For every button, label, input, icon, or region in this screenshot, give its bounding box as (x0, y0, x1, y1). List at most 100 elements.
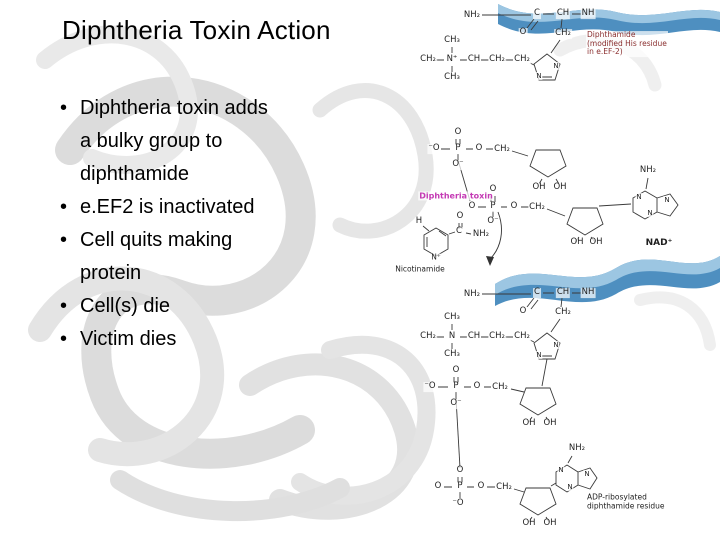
chem-label: CH₃ (443, 312, 461, 323)
chem-label: O⁻ (451, 159, 465, 170)
chem-label: O⁻ (486, 216, 500, 227)
chem-label: O (509, 201, 519, 212)
chem-label: OH (531, 182, 547, 193)
chem-label: O (433, 481, 443, 492)
bullet-marker: • (60, 328, 68, 350)
chem-label: OH (552, 182, 568, 193)
chem-label: O (455, 211, 465, 222)
chem-label: O (472, 381, 482, 392)
bullet-item: • Cell(s) die (60, 290, 272, 323)
chem-label: ⁻O (451, 498, 465, 509)
blue-ribbon-top (498, 4, 720, 36)
chem-label: O⁻ (449, 398, 463, 409)
chem-label: O (455, 465, 465, 476)
chem-label: P (489, 201, 497, 212)
page-title: Diphtheria Toxin Action (62, 15, 331, 45)
bullet-text: Victim dies (80, 328, 177, 350)
bullet-item: • Diphtheria toxin adds a bulky group to… (60, 92, 272, 191)
chem-label: P (452, 381, 460, 392)
chem-label: O (474, 143, 484, 154)
chem-label: N (447, 331, 457, 342)
chem-label: N (583, 469, 591, 479)
chem-label: NH₂ (462, 10, 482, 21)
chem-label: OH (542, 418, 558, 429)
chem-label: CH₂ (491, 382, 509, 393)
chem-label: CH₃ (443, 72, 461, 83)
chem-label: Diphthamide (modified His residue in e.E… (586, 30, 668, 57)
chem-label: NAD⁺ (644, 237, 674, 249)
chem-label: OH (521, 418, 537, 429)
chem-label: N (535, 71, 543, 81)
chem-label: N (663, 195, 671, 205)
chem-label: Diphtheria toxin (418, 191, 494, 201)
chem-label: CH₂ (513, 331, 531, 342)
bullet-marker: • (60, 97, 68, 119)
chem-label: N (552, 340, 560, 350)
chem-label: NH (580, 8, 596, 19)
chem-label: CH₃ (443, 35, 461, 46)
chem-label: ADP-ribosylated diphthamide residue (586, 492, 666, 511)
chem-label: NH₂ (567, 443, 587, 454)
bullet-item: • Victim dies (60, 323, 272, 356)
bullet-text: Cell(s) die (80, 295, 171, 317)
chem-label: CH₂ (493, 144, 511, 155)
chem-label: CH (466, 54, 482, 65)
bullet-text: Cell quits making protein (80, 229, 233, 284)
chem-label: H (414, 216, 424, 227)
bullet-item: • Cell quits making protein (60, 224, 272, 290)
bullet-marker: • (60, 196, 68, 218)
chem-label: ⁻O (427, 143, 441, 154)
chem-label: CH (466, 331, 482, 342)
chem-label: N (635, 192, 643, 202)
bullet-item: • e.EF2 is inactivated (60, 191, 272, 224)
chem-label: NH₂ (462, 289, 482, 300)
chem-label: OH (542, 518, 558, 529)
chem-label: P (456, 481, 464, 492)
bullet-marker: • (60, 229, 68, 251)
bullet-text: Diphtheria toxin adds a bulky group to d… (80, 97, 268, 185)
chem-label: N (535, 350, 543, 360)
chem-label: C (455, 226, 463, 237)
bullet-marker: • (60, 295, 68, 317)
chem-label: N (566, 482, 574, 492)
bullet-text: e.EF2 is inactivated (80, 196, 255, 218)
chem-label: OH (569, 237, 585, 248)
chem-label: O (518, 27, 528, 38)
chem-label: O (467, 201, 477, 212)
chem-label: CH (555, 287, 571, 298)
chem-label: N (646, 208, 654, 218)
chem-label: N (557, 465, 565, 475)
chem-label: CH₂ (488, 54, 506, 65)
blue-ribbon-middle (495, 256, 720, 306)
chem-label: OH (521, 518, 537, 529)
chem-label: N (552, 61, 560, 71)
chem-label: C (533, 8, 541, 19)
chem-label: OH (588, 237, 604, 248)
bullet-list: • Diphtheria toxin adds a bulky group to… (60, 92, 272, 356)
chem-label: O (518, 306, 528, 317)
chem-label: CH₂ (419, 54, 437, 65)
chem-label: CH₂ (528, 202, 546, 213)
chem-label: O (453, 127, 463, 138)
chem-label: C (533, 287, 541, 298)
chem-label: O (488, 184, 498, 195)
chem-label: CH₃ (443, 349, 461, 360)
chem-label: N⁺ (430, 252, 442, 263)
chem-label: N⁺ (445, 54, 459, 65)
reaction-arrowhead (486, 256, 494, 266)
chem-label: NH₂ (638, 165, 658, 176)
protein-gray-ribbons (28, 25, 716, 521)
chem-label: Nicotinamide (394, 264, 446, 275)
chem-label: CH₂ (488, 331, 506, 342)
chem-label: CH₂ (513, 54, 531, 65)
chem-label: CH₂ (419, 331, 437, 342)
chem-label: CH (555, 8, 571, 19)
chem-label: CH₂ (554, 28, 572, 39)
chem-label: NH₂ (471, 229, 491, 240)
chem-label: O (476, 481, 486, 492)
chem-label: O (451, 365, 461, 376)
